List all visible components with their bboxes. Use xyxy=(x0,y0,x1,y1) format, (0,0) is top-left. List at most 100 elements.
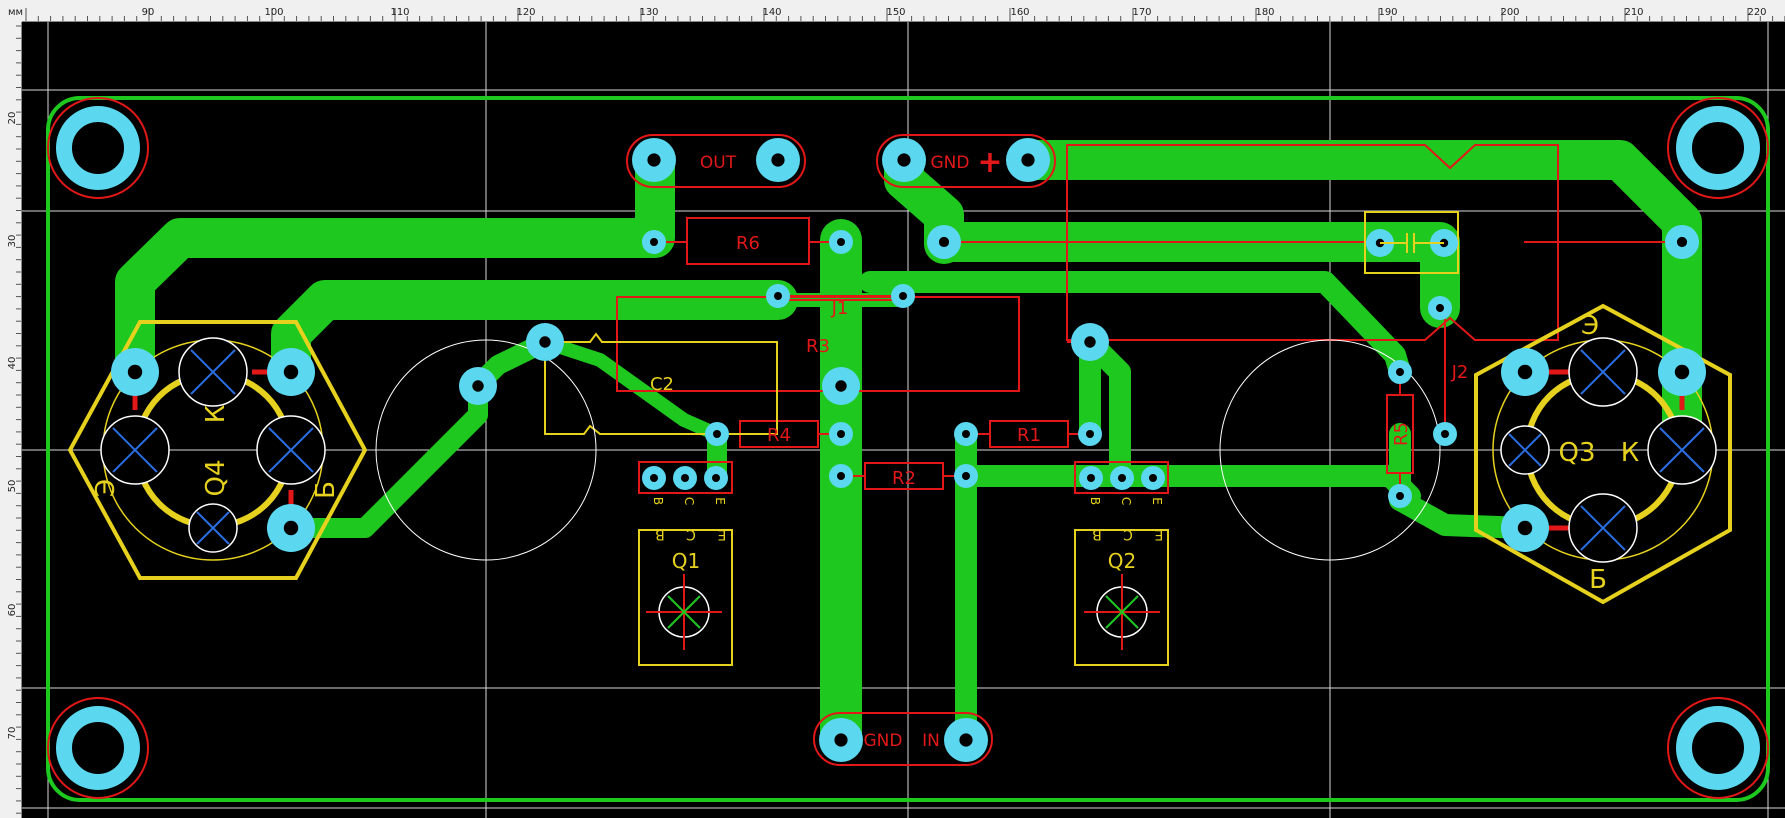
ruler-tick-label: 170 xyxy=(1132,7,1151,18)
pad[interactable] xyxy=(673,466,697,490)
ruler-tick-label: 20 xyxy=(7,112,18,125)
q1-strip-b: B xyxy=(651,497,665,505)
component-labels-red: R6 J1 R3 R4 R1 R2 J2 R5 xyxy=(736,233,1468,489)
pad[interactable] xyxy=(954,464,978,488)
r5-label: R5 xyxy=(1391,422,1412,446)
ruler-tick-label: 90 xyxy=(142,7,155,18)
pad[interactable] xyxy=(1388,360,1412,384)
pad[interactable] xyxy=(111,348,159,396)
ruler-tick-label: 160 xyxy=(1010,7,1029,18)
pad[interactable] xyxy=(1665,225,1699,259)
pad[interactable] xyxy=(1079,466,1103,490)
pad[interactable] xyxy=(954,422,978,446)
board-outline xyxy=(46,96,1770,802)
component-labels-yellow: C2 Q1 Q2 Q3 Q4 Э К Б К Э Б xyxy=(91,311,1639,595)
pad[interactable] xyxy=(1078,422,1102,446)
transistor-green-x xyxy=(667,595,1139,629)
q2-strip-c: C xyxy=(1119,497,1133,505)
x-mark xyxy=(1580,505,1626,551)
j2-label: J2 xyxy=(1451,362,1469,383)
pad[interactable] xyxy=(882,138,926,182)
q1-pin-labels: B C E xyxy=(655,526,726,542)
q2-pin-labels: B C E xyxy=(1092,526,1163,542)
pad[interactable] xyxy=(642,230,666,254)
pad[interactable] xyxy=(1388,484,1412,508)
q2-strip-e: E xyxy=(1150,497,1164,505)
pad[interactable] xyxy=(632,138,676,182)
r6-label: R6 xyxy=(736,233,760,254)
q4-pin-b: Б xyxy=(311,481,341,499)
pad[interactable] xyxy=(927,225,961,259)
pad[interactable] xyxy=(642,466,666,490)
x-marks xyxy=(112,349,1705,551)
q-pin-rotated-labels: B C E B C E xyxy=(651,497,1164,505)
pad[interactable] xyxy=(526,323,564,361)
pad[interactable] xyxy=(829,464,853,488)
q2-pin-c: C xyxy=(1123,526,1133,542)
x-mark xyxy=(1508,433,1542,467)
pad[interactable] xyxy=(1006,138,1050,182)
in-label: IN xyxy=(922,731,940,751)
q2-label: Q2 xyxy=(1108,549,1136,573)
ruler-tick-label: 150 xyxy=(886,7,905,18)
pad[interactable] xyxy=(459,367,497,405)
ruler-tick-label: 50 xyxy=(7,480,18,493)
pad[interactable] xyxy=(766,284,790,308)
pad[interactable] xyxy=(829,422,853,446)
pad[interactable] xyxy=(1428,296,1452,320)
pad[interactable] xyxy=(822,367,860,405)
mounting-holes xyxy=(56,106,1760,790)
pad[interactable] xyxy=(1501,504,1549,552)
pad[interactable] xyxy=(1071,323,1109,361)
x-mark xyxy=(1659,427,1705,473)
j1-label: J1 xyxy=(831,298,849,319)
plus-label: + xyxy=(977,145,1002,180)
ruler-tick-label: 120 xyxy=(516,7,535,18)
mounting-hole[interactable] xyxy=(1676,706,1760,790)
pad[interactable] xyxy=(944,718,988,762)
q4-label: Q4 xyxy=(201,459,231,496)
pad[interactable] xyxy=(1110,466,1134,490)
left-ruler: 20 30 40 50 60 70 xyxy=(0,22,22,818)
r1-label: R1 xyxy=(1017,425,1041,446)
mounting-hole[interactable] xyxy=(1676,106,1760,190)
gnd-bottom-label: GND xyxy=(864,731,903,751)
pad[interactable] xyxy=(1658,348,1706,396)
ruler-tick-label: 30 xyxy=(7,235,18,248)
q1-strip-c: C xyxy=(682,497,696,505)
q3-label: Q3 xyxy=(1558,438,1595,468)
ruler-tick-label: 130 xyxy=(639,7,658,18)
ruler-tick-label: 60 xyxy=(7,604,18,617)
pad[interactable] xyxy=(267,504,315,552)
mounting-hole[interactable] xyxy=(56,106,140,190)
q4-pin-k: К xyxy=(201,405,231,423)
ruler-tick-label: 40 xyxy=(7,357,18,370)
pad[interactable] xyxy=(1501,348,1549,396)
pad[interactable] xyxy=(756,138,800,182)
pad[interactable] xyxy=(704,466,728,490)
x-mark xyxy=(268,427,314,473)
white-outlines xyxy=(375,339,1441,561)
q1-pin-e: E xyxy=(718,526,727,542)
q3-pin-e: Э xyxy=(1581,311,1599,341)
pad[interactable] xyxy=(267,348,315,396)
q1-label: Q1 xyxy=(672,549,700,573)
mounting-hole[interactable] xyxy=(56,706,140,790)
ruler-tick-label: 110 xyxy=(390,7,409,18)
ruler-tick-label: 210 xyxy=(1624,7,1643,18)
pad[interactable] xyxy=(1141,466,1165,490)
ruler-unit-label: мм xyxy=(8,7,23,18)
x-mark xyxy=(112,427,158,473)
pad[interactable] xyxy=(829,230,853,254)
ruler-tick-label: 140 xyxy=(762,7,781,18)
pad[interactable] xyxy=(705,422,729,446)
pad[interactable] xyxy=(891,284,915,308)
c2-label: C2 xyxy=(650,374,674,395)
q1-pin-c: C xyxy=(686,526,696,542)
pad[interactable] xyxy=(1433,422,1457,446)
ruler-tick-label: 220 xyxy=(1747,7,1766,18)
silkscreen-red xyxy=(47,97,1769,799)
pad[interactable] xyxy=(819,718,863,762)
ruler-tick-label: 180 xyxy=(1255,7,1274,18)
